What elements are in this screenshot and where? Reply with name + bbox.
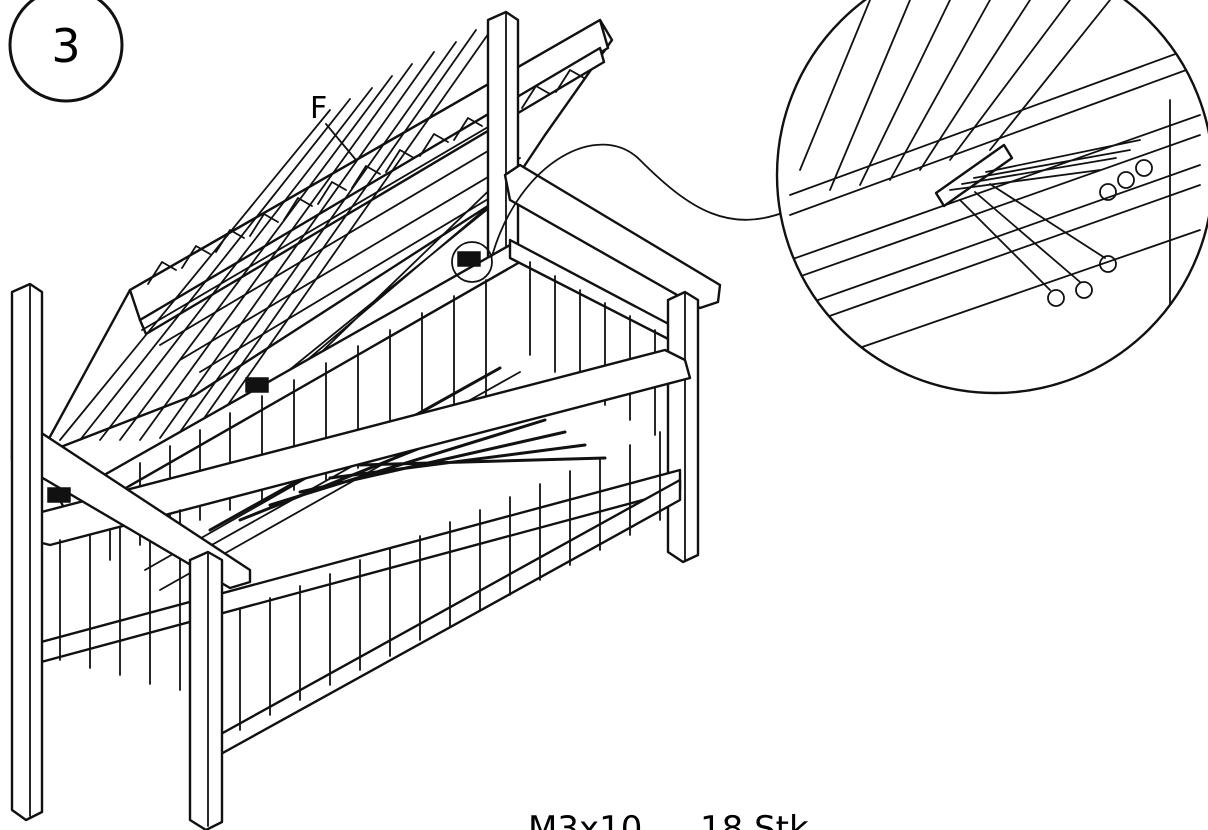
front-left-back-post (10, 282, 44, 822)
front-panel (28, 348, 692, 762)
step-number: 3 (51, 19, 80, 73)
detail-leader (491, 143, 791, 257)
front-left-armrest (10, 430, 252, 830)
step-badge: 3 (8, 0, 124, 103)
hardware-size: M3x10 (528, 809, 642, 830)
part-label-text: F (310, 91, 327, 126)
right-side-panel (503, 163, 722, 564)
hinge-marks (47, 241, 493, 503)
hardware-quantity: 18 Stk (700, 809, 809, 830)
back-right-post (486, 10, 520, 270)
detail-magnifier (775, 0, 1208, 395)
